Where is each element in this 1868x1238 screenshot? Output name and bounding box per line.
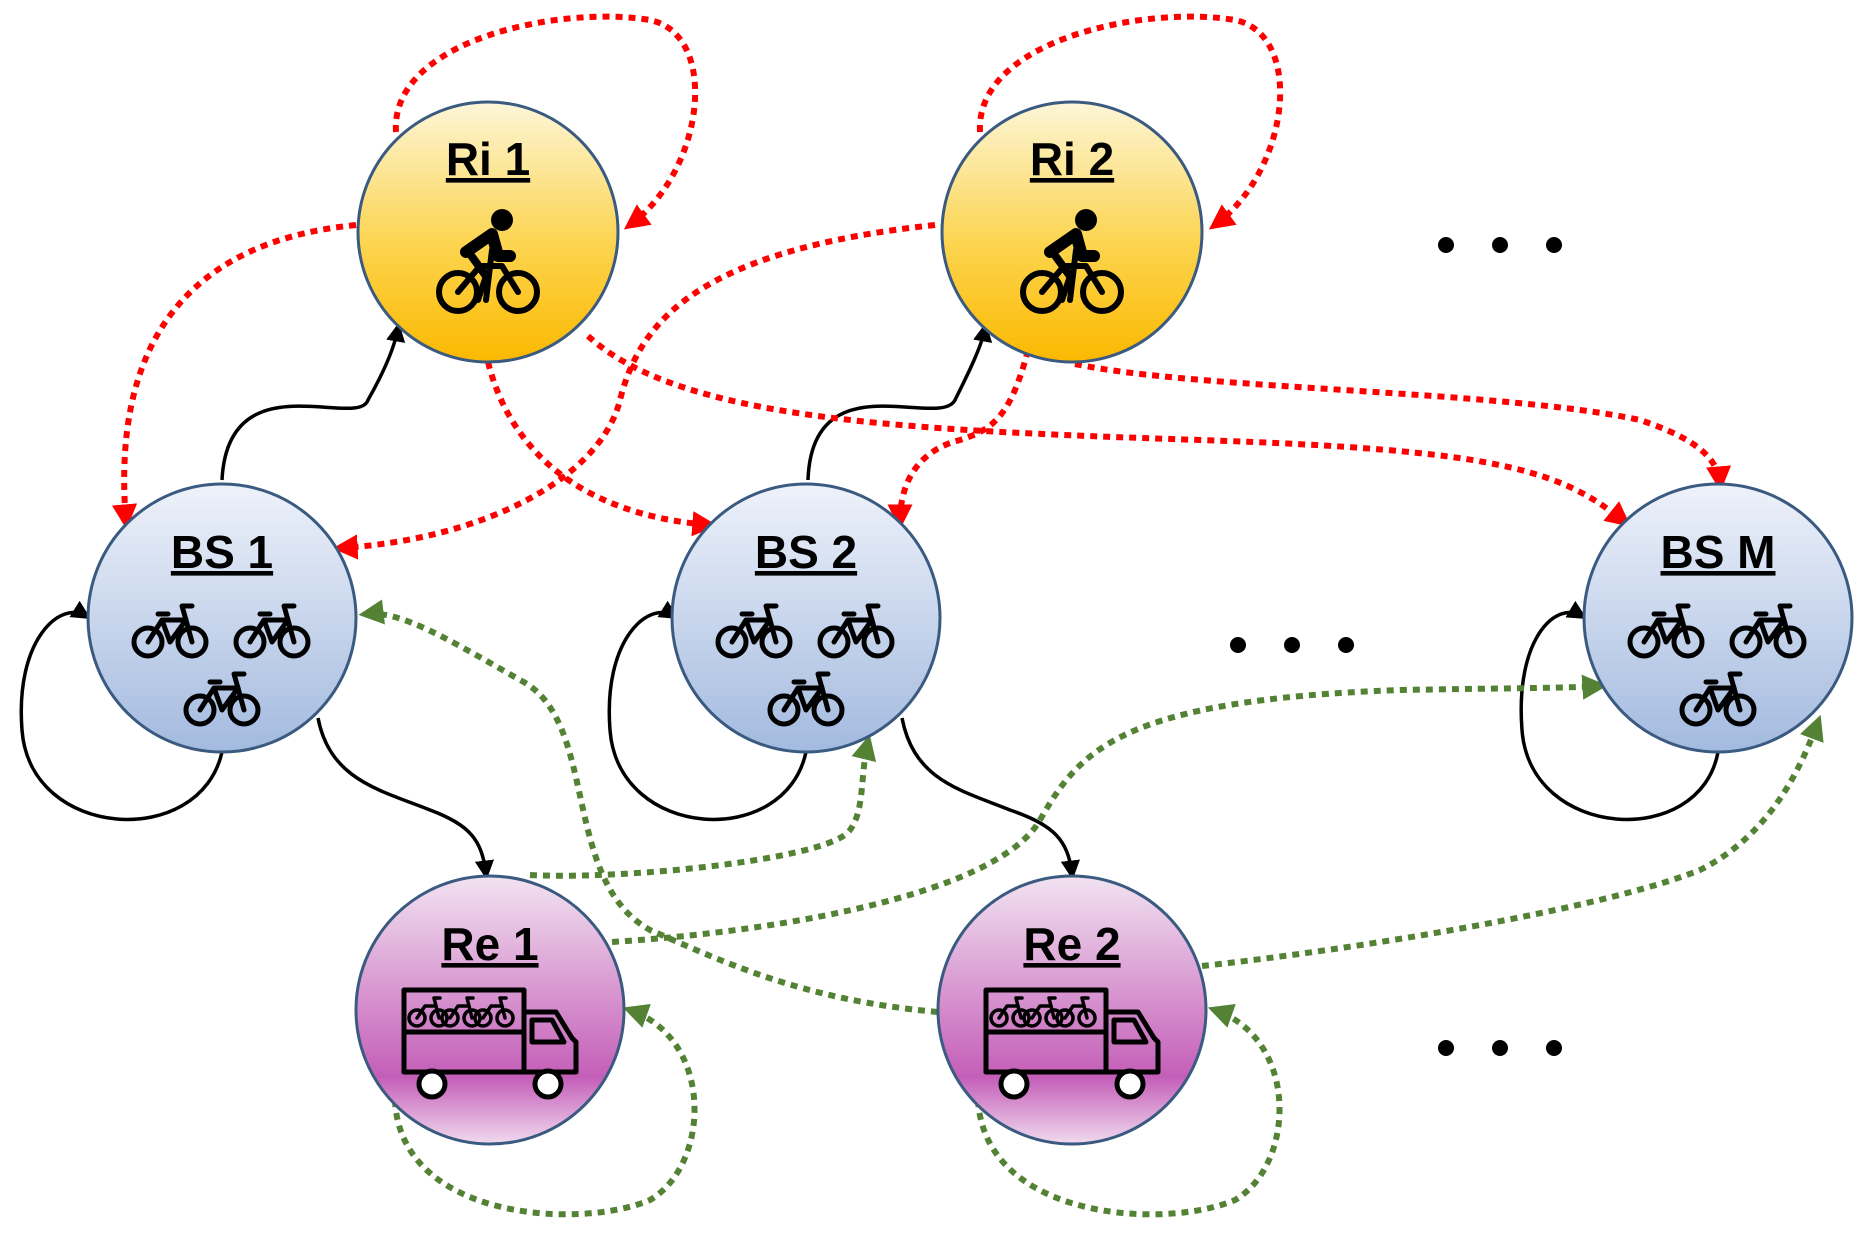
edge-ri2-to-bsm xyxy=(1074,361,1732,492)
node-bs1-label: BS 1 xyxy=(171,526,273,578)
rebalancer-row-ellipsis xyxy=(1438,1040,1562,1056)
edge-bs1-to-re1 xyxy=(316,717,494,880)
node-ri1: Ri 1 xyxy=(356,100,620,364)
node-ri1-label: Ri 1 xyxy=(446,133,530,185)
edge-bs2-self-loop xyxy=(607,600,808,822)
edge-re1-to-bs2 xyxy=(529,734,877,879)
node-re2-label: Re 2 xyxy=(1023,918,1120,970)
edge-ri1-to-bsm xyxy=(585,333,1631,527)
node-re1: Re 1 xyxy=(354,874,626,1146)
node-bs1: BS 1 xyxy=(86,482,358,754)
edge-re1-self-loop xyxy=(392,1004,698,1218)
node-bsm: BS M xyxy=(1582,482,1854,754)
edge-ri1-to-bs1 xyxy=(111,222,357,530)
rider-row-ellipsis xyxy=(1438,237,1562,253)
edge-ri1-to-bs2 xyxy=(485,361,718,537)
node-bsm-label: BS M xyxy=(1661,526,1776,578)
rebalancer-edges xyxy=(358,599,1824,1218)
edge-ri2-self-loop xyxy=(976,13,1284,230)
edge-ri2-to-bs2 xyxy=(887,349,1031,530)
edge-ri2-to-bs1 xyxy=(332,222,936,560)
edge-re2-to-bs1 xyxy=(358,599,939,1015)
edge-re2-to-bsm xyxy=(1201,714,1824,969)
solid-edges xyxy=(19,322,1720,880)
edge-ri1-self-loop xyxy=(392,13,699,230)
node-bs2: BS 2 xyxy=(670,482,942,754)
edge-re2-self-loop xyxy=(975,1004,1283,1218)
edge-bs1-to-ri1 xyxy=(220,322,406,481)
node-re2: Re 2 xyxy=(936,874,1208,1146)
node-bs2-label: BS 2 xyxy=(755,526,857,578)
edge-bs2-to-ri2 xyxy=(806,322,993,481)
edge-bsm-self-loop xyxy=(1519,600,1720,822)
station-row-ellipsis xyxy=(1230,637,1354,653)
edge-bs1-self-loop xyxy=(19,600,224,822)
node-re1-label: Re 1 xyxy=(441,918,538,970)
node-ri2-label: Ri 2 xyxy=(1030,133,1114,185)
node-ri2: Ri 2 xyxy=(940,100,1204,364)
edge-re1-to-bsm xyxy=(611,674,1608,945)
rider-edges xyxy=(111,13,1732,560)
edge-bs2-to-re2 xyxy=(900,717,1080,880)
